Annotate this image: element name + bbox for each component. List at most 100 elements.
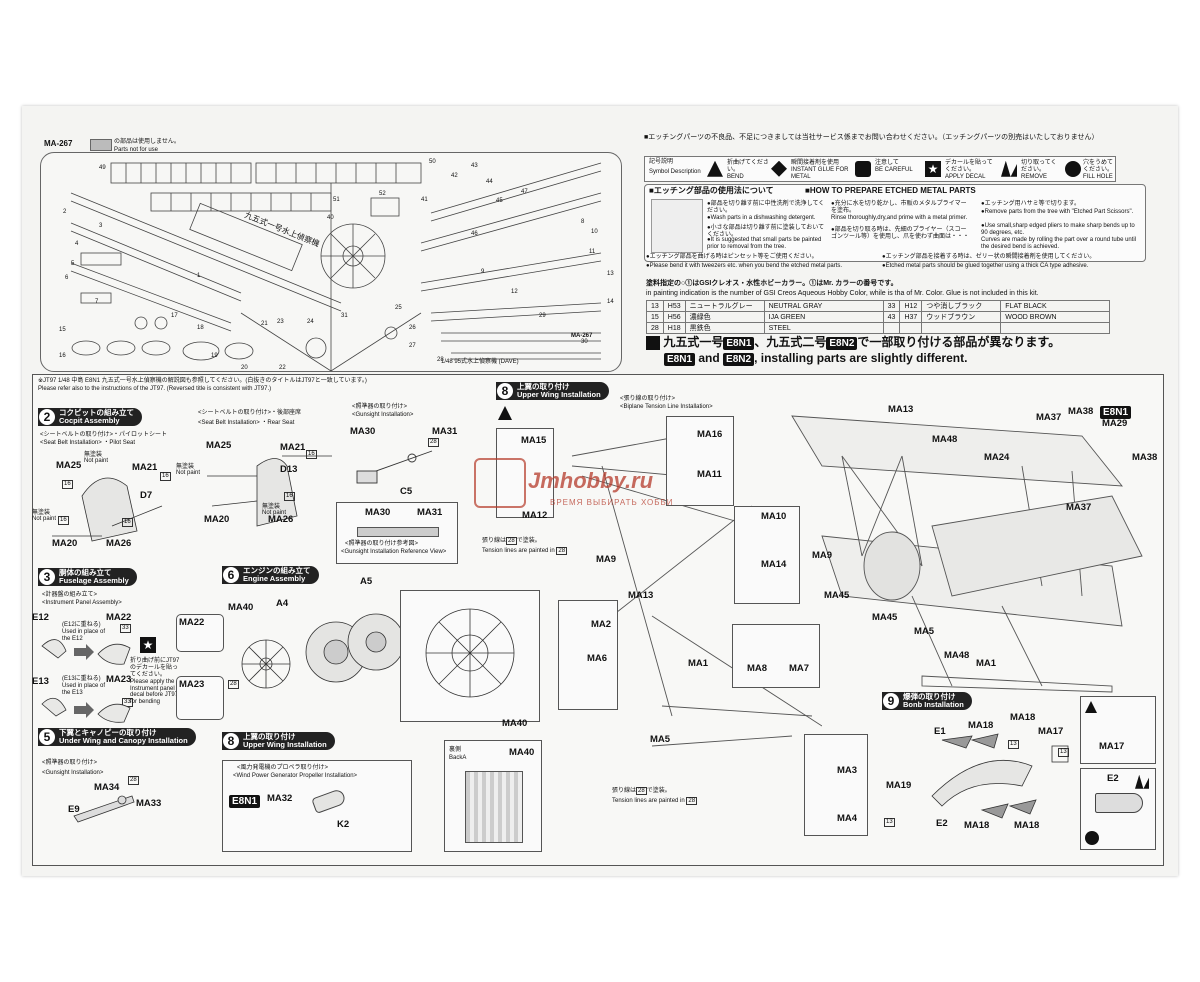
primer-en: Rinse thoroughly,dry,and prime with a me… bbox=[831, 215, 968, 221]
back-jp: 裏側 bbox=[449, 747, 462, 753]
part-label: MA33 bbox=[136, 798, 162, 809]
fret-num: 50 bbox=[429, 159, 436, 165]
seatbelt2-en: <Seat Belt Installation> ・Rear Seat bbox=[198, 420, 295, 426]
uw-gunsight-en: <Gunsight Installation> bbox=[42, 770, 104, 776]
no-paint-en: Not paint bbox=[176, 470, 201, 476]
prop-en: <Wind Power Generator Propeller Installa… bbox=[233, 773, 358, 779]
bomb-e2-drawing bbox=[1095, 793, 1143, 813]
part-label: MA7 bbox=[789, 663, 810, 674]
fret-num: 40 bbox=[327, 215, 334, 221]
part-label: MA18 bbox=[964, 820, 990, 831]
part-label: MA30 bbox=[365, 507, 391, 518]
part-label: MA26 bbox=[106, 538, 132, 549]
instruction-sheet: MA-267 の部品は使用しません。 Parts not for use bbox=[22, 106, 1178, 876]
symbol-decal: デカールを貼ってください。APPLY DECAL bbox=[945, 160, 993, 180]
bend-jp: ●エッチング部品を曲げる時はピンセット等をご使用ください。 bbox=[646, 254, 818, 260]
fret-num: 49 bbox=[99, 165, 106, 171]
fret-num: 47 bbox=[521, 189, 528, 195]
part-label: MA19 bbox=[886, 780, 912, 791]
paint-code: 16 bbox=[160, 472, 171, 481]
bend-icon bbox=[707, 160, 723, 178]
no-paint-jp: 無塗装 bbox=[32, 510, 51, 516]
engine-back-box: 裏側 BackA MA40 bbox=[444, 740, 542, 852]
usage-illustration bbox=[651, 199, 703, 253]
usage-step-1: ●部品を切り離す前に中性洗剤で洗浄してください。 bbox=[707, 201, 825, 214]
fret-num: 23 bbox=[277, 319, 284, 325]
ma10-ma14-box: MA10 MA14 bbox=[734, 506, 800, 604]
part-label: E12 bbox=[32, 612, 49, 623]
ma17-box: MA17 bbox=[1080, 696, 1156, 764]
watermark-logo bbox=[474, 458, 526, 508]
paint-code: 28 bbox=[428, 438, 439, 447]
part-label: E1 bbox=[934, 726, 946, 737]
ma8-ma7-box: MA8 MA7 bbox=[732, 624, 820, 688]
fret-code-right: MA-267 bbox=[571, 333, 593, 339]
part-label: MA17 bbox=[1099, 741, 1125, 752]
no-paint-en: Not paint bbox=[32, 516, 57, 522]
cut-icon bbox=[1135, 773, 1149, 791]
fret-num: 2 bbox=[63, 209, 67, 215]
bend-icon bbox=[1085, 701, 1097, 713]
fret-num: 21 bbox=[261, 321, 268, 327]
part-label: D7 bbox=[140, 490, 153, 501]
fret-num: 31 bbox=[341, 313, 348, 319]
fret-num: 28 bbox=[437, 357, 444, 363]
ref-note-jp: ※JT97 1/48 中島 E8N1 九五式一号水上偵察機の解説図も参照してくだ… bbox=[38, 378, 367, 384]
ma23-box: MA23 bbox=[176, 676, 224, 720]
part-label: MA12 bbox=[522, 510, 548, 521]
part-label: MA6 bbox=[587, 653, 608, 664]
fret-num: 30 bbox=[581, 339, 588, 345]
paint-jp: 塗料指定の○①はGSIクレオス・水性ホビーカラー。①はMr. カラーの番号です。 bbox=[646, 280, 898, 287]
watermark-tagline: ВРЕМЯ ВЫБИРАТЬ ХОББИ bbox=[550, 498, 674, 507]
no-paint-en: Not paint bbox=[262, 510, 287, 516]
fret-num: 4 bbox=[75, 241, 79, 247]
part-label: MA1 bbox=[976, 658, 997, 669]
fret-num: 20 bbox=[241, 365, 248, 371]
tool-note-3: ●Use small,sharp edged pliers to make sh… bbox=[981, 223, 1135, 236]
watermark-site: Jmhobby.ru bbox=[528, 468, 654, 493]
part-label: MA3 bbox=[837, 765, 858, 776]
fret-num: 8 bbox=[581, 219, 585, 225]
fret-num: 25 bbox=[395, 305, 402, 311]
part-label: MA15 bbox=[521, 435, 547, 446]
fret-num: 16 bbox=[59, 353, 66, 359]
paint-code: 33 bbox=[120, 624, 131, 633]
no-paint-en: Not paint bbox=[84, 458, 109, 464]
gunsight-reference-box: MA30 MA31 <照準器の取り付け参考図> <Gunsight Instal… bbox=[336, 502, 458, 564]
part-label: E13 bbox=[32, 676, 49, 687]
symbol-bend: 折曲げてください。BEND bbox=[727, 160, 769, 180]
gunsight-drawing bbox=[356, 450, 433, 484]
part-label: D13 bbox=[280, 464, 298, 475]
part-label: MA26 bbox=[268, 514, 294, 525]
part-label: MA11 bbox=[697, 469, 722, 480]
no-paint-jp: 無塗装 bbox=[84, 452, 103, 458]
engine-back-drawing bbox=[465, 771, 523, 843]
ma3-ma4-box: MA3 MA4 bbox=[804, 734, 868, 836]
part-label: E9 bbox=[68, 804, 80, 815]
bend-en: ●Please bend it with tweezers etc. when … bbox=[646, 263, 843, 269]
part-label: MA16 bbox=[697, 429, 723, 440]
engine-detail-box bbox=[400, 590, 540, 722]
part-label: MA40 bbox=[228, 602, 254, 613]
part-label: A4 bbox=[276, 598, 289, 609]
e2-box: E2 bbox=[1080, 768, 1156, 850]
fret-num: 10 bbox=[591, 229, 598, 235]
fret-num: 22 bbox=[279, 365, 286, 371]
part-label: MA21 bbox=[132, 462, 158, 473]
ma16-ma11-box: MA16 MA11 bbox=[666, 416, 734, 506]
cockpit-drawing bbox=[52, 455, 332, 542]
usage-step-4: ●It is suggested that small parts be pai… bbox=[707, 237, 822, 250]
part-label: MA5 bbox=[650, 734, 671, 745]
fuselage-note-1: (E12に重ねる) Used in place of the E12 bbox=[62, 622, 106, 642]
fret-num: 17 bbox=[171, 313, 178, 319]
fret-num: 13 bbox=[607, 271, 614, 277]
usage-step-2: ●Wash parts in a dishwashing detergent. bbox=[707, 215, 816, 221]
part-label: MA48 bbox=[932, 434, 958, 445]
part-label: MA13 bbox=[888, 404, 914, 415]
